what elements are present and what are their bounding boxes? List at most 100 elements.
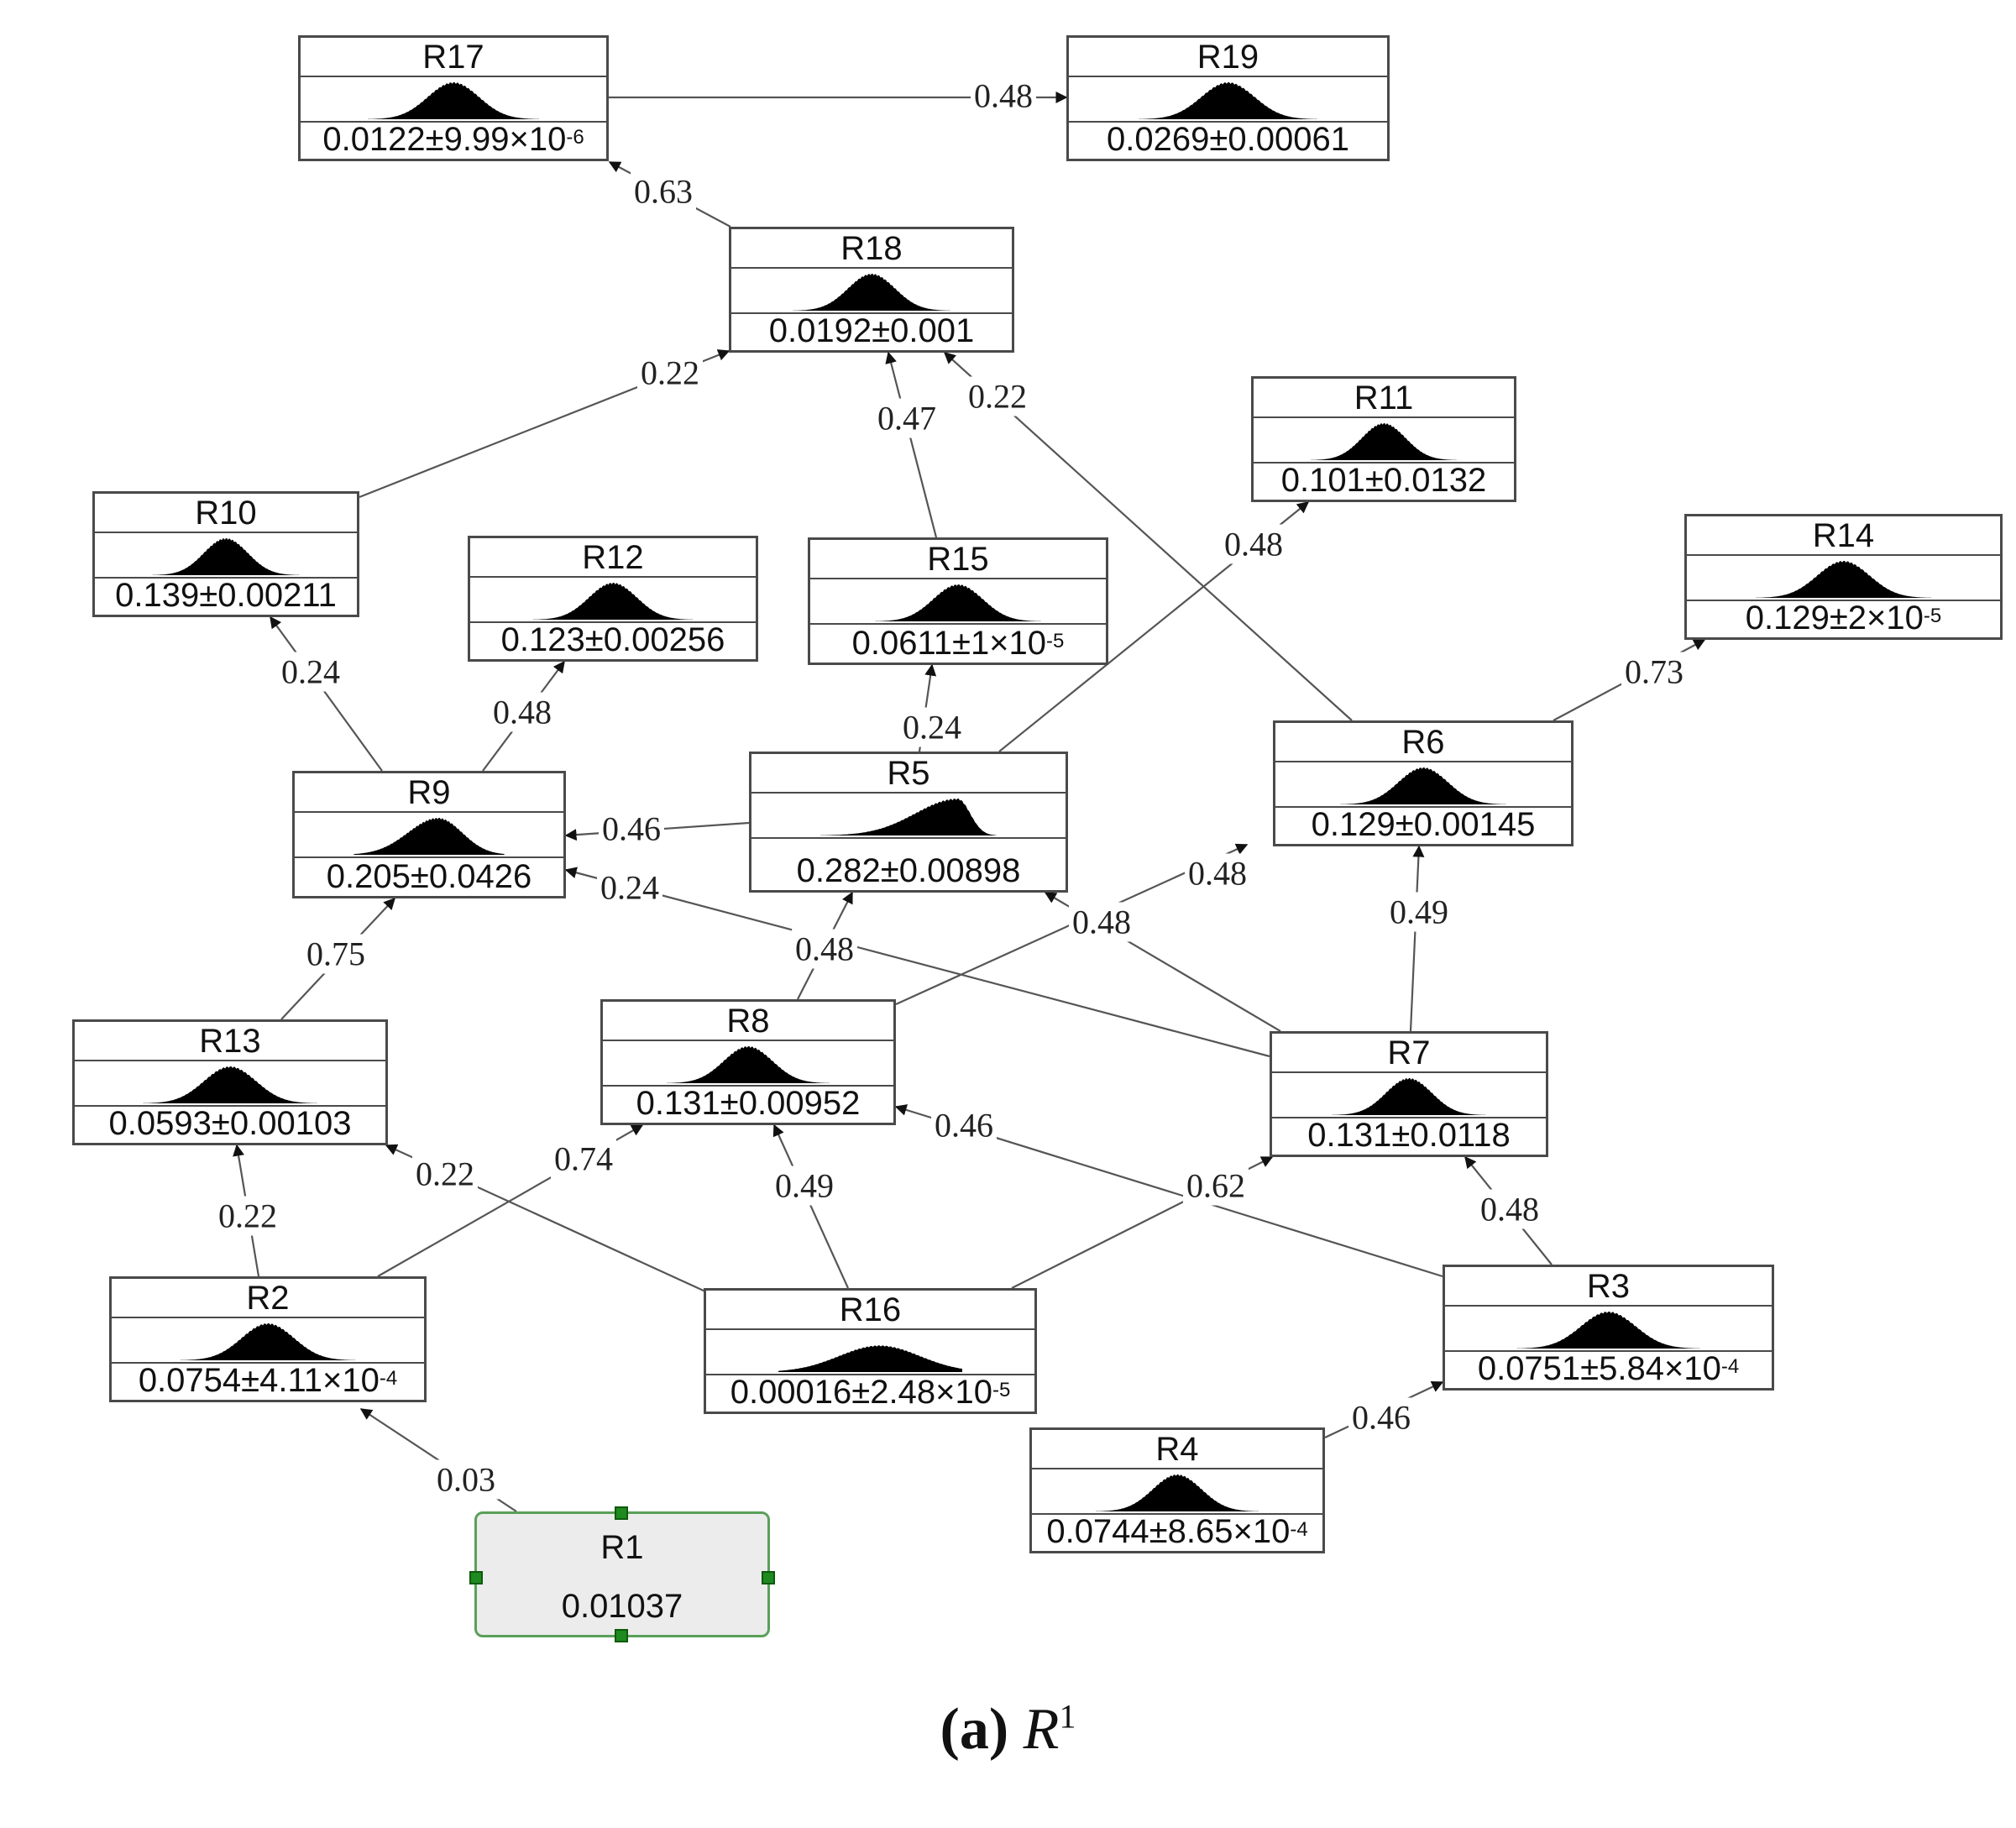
distribution-histogram bbox=[75, 1060, 385, 1107]
plus-minus-sign: ± bbox=[720, 1085, 739, 1122]
node-value: 0.0751±5.84×10-4 bbox=[1445, 1349, 1772, 1388]
node-r7[interactable]: R7 0.131±0.0118 bbox=[1270, 1031, 1548, 1157]
node-title: R6 bbox=[1275, 723, 1571, 762]
node-sd: 0.00103 bbox=[229, 1105, 352, 1142]
node-value: 0.0593±0.00103 bbox=[75, 1104, 385, 1143]
node-value: 0.0754±4.11×10-4 bbox=[112, 1361, 424, 1400]
node-title: R18 bbox=[731, 229, 1012, 269]
node-mean: 0.0192 bbox=[768, 312, 872, 349]
node-mean: 0.0754 bbox=[138, 1362, 242, 1399]
distribution-histogram bbox=[95, 532, 357, 579]
node-title: R12 bbox=[470, 538, 756, 578]
edge-weight-label: 0.62 bbox=[1183, 1165, 1249, 1206]
node-r2[interactable]: R2 0.0754±4.11×10-4 bbox=[109, 1276, 427, 1402]
edge-weight-label: 0.24 bbox=[899, 707, 965, 747]
node-mean: 0.101 bbox=[1280, 462, 1365, 499]
node-title: R13 bbox=[75, 1022, 385, 1061]
node-sd-exponent: -4 bbox=[379, 1367, 398, 1390]
node-sd-exponent: -4 bbox=[1290, 1518, 1308, 1541]
plus-minus-sign: ± bbox=[1364, 462, 1384, 499]
edge-weight-label: 0.22 bbox=[965, 376, 1030, 416]
node-title: R19 bbox=[1069, 38, 1387, 77]
caption-letter: (a) bbox=[940, 1697, 1009, 1762]
node-title: R2 bbox=[112, 1279, 424, 1318]
distribution-histogram bbox=[810, 578, 1106, 625]
node-value: 0.282±0.00898 bbox=[751, 851, 1066, 890]
node-r19[interactable]: R19 0.0269±0.00061 bbox=[1066, 35, 1390, 161]
edge-weight-label: 0.47 bbox=[874, 398, 940, 438]
node-title: R7 bbox=[1272, 1034, 1546, 1073]
resize-handle-top[interactable] bbox=[615, 1506, 628, 1520]
plus-minus-sign: ± bbox=[584, 621, 604, 658]
root-node-r1[interactable]: R1 0.01037 bbox=[469, 1506, 775, 1642]
edge-weight-label: 0.49 bbox=[772, 1165, 837, 1206]
node-sd: 0.0132 bbox=[1383, 462, 1487, 499]
figure-caption: (a) R1 bbox=[0, 1696, 2016, 1763]
node-r3[interactable]: R3 0.0751±5.84×10-4 bbox=[1443, 1265, 1774, 1391]
node-sd: 9.99×10 bbox=[443, 121, 567, 158]
node-mean: 0.129 bbox=[1311, 806, 1395, 843]
node-title: R11 bbox=[1254, 379, 1514, 418]
node-mean: 0.205 bbox=[326, 858, 411, 895]
distribution-histogram bbox=[731, 267, 1012, 314]
plus-minus-sign: ± bbox=[1391, 1117, 1411, 1154]
node-sd: 0.0118 bbox=[1410, 1117, 1511, 1154]
node-sd: 4.11×10 bbox=[259, 1362, 380, 1399]
node-title: R3 bbox=[1445, 1267, 1772, 1307]
edge-weight-label: 0.22 bbox=[215, 1196, 280, 1236]
node-title: R15 bbox=[810, 540, 1106, 579]
edge-weight-label: 0.49 bbox=[1386, 892, 1452, 932]
node-value: 0.101±0.0132 bbox=[1254, 461, 1514, 500]
edge-weight-label: 0.48 bbox=[1185, 853, 1250, 893]
resize-handle-left[interactable] bbox=[469, 1571, 483, 1584]
distribution-histogram bbox=[301, 76, 606, 123]
node-sd: 0.00145 bbox=[1413, 806, 1536, 843]
node-r13[interactable]: R13 0.0593±0.00103 bbox=[72, 1019, 388, 1145]
node-mean: 0.00016 bbox=[730, 1374, 852, 1411]
node-mean: 0.0269 bbox=[1107, 121, 1210, 158]
node-r8[interactable]: R8 0.131±0.00952 bbox=[600, 999, 896, 1125]
node-title: R8 bbox=[603, 1002, 893, 1041]
node-sd: 1×10 bbox=[970, 625, 1047, 662]
plus-minus-sign: ± bbox=[1149, 1513, 1168, 1550]
node-mean: 0.0611 bbox=[851, 625, 952, 662]
node-value: 0.131±0.0118 bbox=[1272, 1116, 1546, 1155]
edge-weight-label: 0.74 bbox=[551, 1139, 616, 1179]
node-sd-exponent: -6 bbox=[566, 126, 584, 149]
edge-weight-label: 0.24 bbox=[597, 867, 662, 908]
distribution-histogram bbox=[1032, 1468, 1322, 1515]
node-value: 0.0269±0.00061 bbox=[1069, 120, 1387, 159]
distribution-histogram bbox=[1272, 1071, 1546, 1118]
plus-minus-sign: ± bbox=[241, 1362, 260, 1399]
node-mean: 0.139 bbox=[115, 577, 200, 614]
node-r12[interactable]: R12 0.123±0.00256 bbox=[468, 536, 758, 662]
plus-minus-sign: ± bbox=[1829, 600, 1848, 636]
node-sd: 0.00952 bbox=[738, 1085, 861, 1122]
node-value: 0.123±0.00256 bbox=[470, 621, 756, 659]
edge-weight-label: 0.46 bbox=[931, 1105, 997, 1145]
node-sd-exponent: -5 bbox=[992, 1379, 1011, 1401]
node-value: 0.131±0.00952 bbox=[603, 1084, 893, 1123]
resize-handle-right[interactable] bbox=[762, 1571, 775, 1584]
node-value: 0.0122±9.99×10-6 bbox=[301, 120, 606, 159]
node-value: 0.00016±2.48×10-5 bbox=[706, 1373, 1034, 1412]
distribution-histogram bbox=[1687, 554, 2000, 601]
edge-weight-label: 0.48 bbox=[1221, 524, 1286, 564]
node-r11[interactable]: R11 0.101±0.0132 bbox=[1251, 376, 1516, 502]
plus-minus-sign: ± bbox=[1209, 121, 1228, 158]
node-sd: 8.65×10 bbox=[1167, 1513, 1291, 1550]
edge-weight-label: 0.48 bbox=[490, 692, 555, 732]
plus-minus-sign: ± bbox=[199, 577, 218, 614]
node-title: R14 bbox=[1687, 516, 2000, 556]
resize-handle-bottom[interactable] bbox=[615, 1629, 628, 1642]
